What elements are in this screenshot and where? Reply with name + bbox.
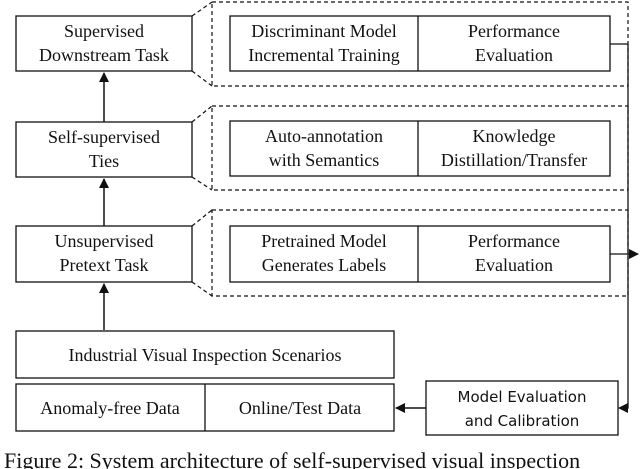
unsupervised-pretext-box: Unsupervised Pretext Task bbox=[15, 225, 193, 283]
supervised-line-1: Supervised bbox=[64, 21, 144, 41]
scenarios-label: Industrial Visual Inspection Scenarios bbox=[68, 345, 341, 365]
bottom-performance-line-1: Performance bbox=[468, 231, 560, 251]
knowledge-line-2: Distillation/Transfer bbox=[441, 150, 587, 170]
self-supervised-line-1: Self-supervised bbox=[48, 127, 160, 147]
unsupervised-line-2: Pretext Task bbox=[60, 255, 149, 275]
figure-caption: Figure 2: System architecture of self-su… bbox=[4, 448, 580, 469]
unsupervised-line-1: Unsupervised bbox=[55, 231, 154, 251]
anomaly-free-label: Anomaly-free Data bbox=[40, 398, 179, 418]
middle-panel-box: Auto-annotation with Semantics Knowledge… bbox=[229, 120, 611, 177]
data-row-box: Anomaly-free Data Online/Test Data bbox=[15, 383, 395, 432]
top-performance-line-2: Evaluation bbox=[475, 45, 553, 65]
top-panel-box: Discriminant Model Incremental Training … bbox=[229, 15, 611, 72]
knowledge-line-1: Knowledge bbox=[473, 126, 556, 146]
online-test-label: Online/Test Data bbox=[239, 398, 361, 418]
discriminant-line-1: Discriminant Model bbox=[251, 21, 396, 41]
discriminant-line-2: Incremental Training bbox=[248, 45, 399, 65]
supervised-downstream-box: Supervised Downstream Task bbox=[15, 15, 193, 72]
self-supervised-ties-box: Self-supervised Ties bbox=[15, 121, 193, 178]
supervised-line-2: Downstream Task bbox=[39, 45, 169, 65]
pretrained-line-2: Generates Labels bbox=[262, 255, 386, 275]
bottom-panel-box: Pretrained Model Generates Labels Perfor… bbox=[229, 225, 611, 283]
pretrained-line-1: Pretrained Model bbox=[261, 231, 386, 251]
auto-annotation-line-1: Auto-annotation bbox=[265, 126, 383, 146]
top-performance-line-1: Performance bbox=[468, 21, 560, 41]
bottom-performance-line-2: Evaluation bbox=[475, 255, 553, 275]
model-eval-line-1: Model Evaluation bbox=[458, 388, 587, 406]
scenarios-box: Industrial Visual Inspection Scenarios bbox=[15, 330, 395, 379]
self-supervised-line-2: Ties bbox=[89, 151, 119, 171]
auto-annotation-line-2: with Semantics bbox=[269, 150, 380, 170]
model-eval-box: Model Evaluation and Calibration bbox=[425, 380, 619, 436]
arrow-to-model-eval bbox=[618, 254, 629, 413]
model-eval-line-2: and Calibration bbox=[465, 412, 580, 430]
